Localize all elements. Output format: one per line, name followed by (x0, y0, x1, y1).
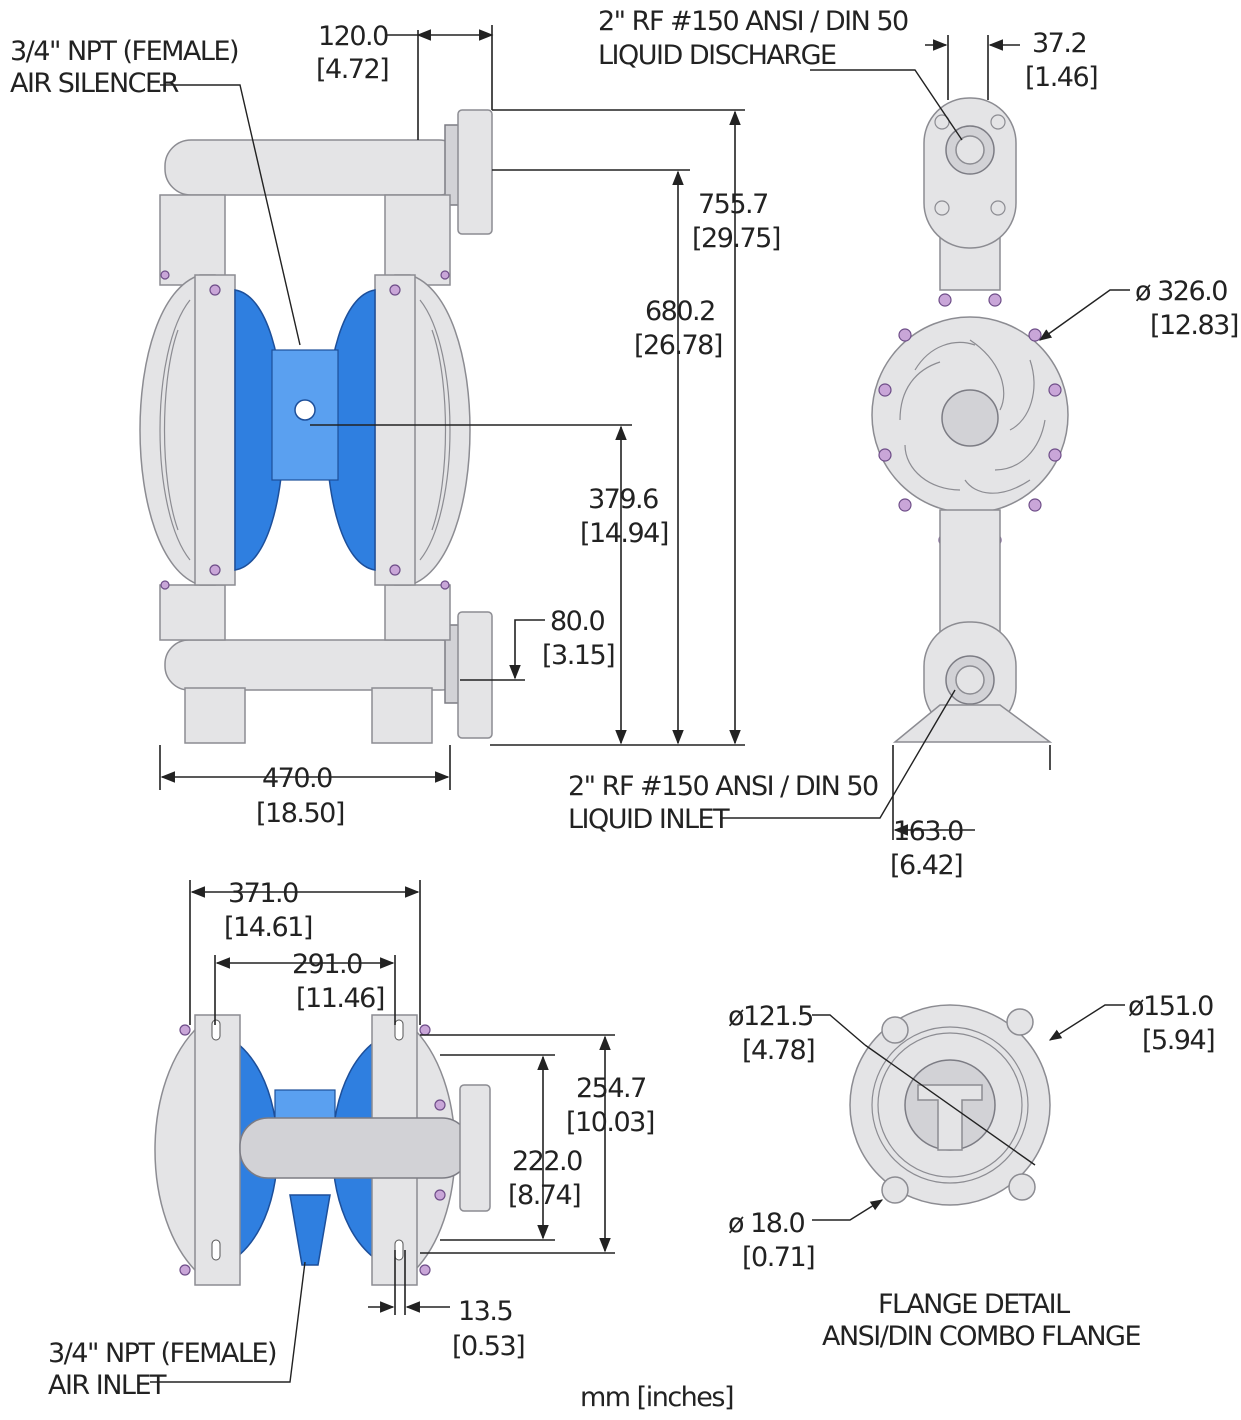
air-inlet-label-2: AIR INLET (48, 1370, 167, 1401)
dim-18-in: [0.71] (742, 1242, 814, 1273)
dim-291-in: [11.46] (296, 983, 384, 1014)
flange-detail-label-1: FLANGE DETAIL (878, 1289, 1070, 1320)
air-inlet-label-1: 3/4" NPT (FEMALE) (48, 1338, 276, 1369)
dim-163-mm: 163.0 (893, 816, 963, 847)
front-foot-left (184, 687, 246, 744)
dim-371-mm: 371.0 (228, 878, 298, 909)
inlet-flange (457, 611, 493, 739)
dim-371-in: [14.61] (224, 912, 312, 943)
discharge-flange (457, 109, 493, 235)
discharge-manifold (164, 139, 466, 196)
dim-755-mm: 755.7 (698, 189, 768, 220)
dim-37-mm: 37.2 (1032, 28, 1086, 59)
dim-470-mm: 470.0 (262, 763, 332, 794)
dim-13-in: [0.53] (452, 1331, 524, 1362)
side-view-pump (871, 97, 1069, 743)
dim-755-in: [29.75] (692, 223, 780, 254)
right-clamp-plate (374, 274, 416, 586)
dim-254-in: [10.03] (566, 1107, 654, 1138)
lower-right-column (384, 584, 451, 641)
dim-379-mm: 379.6 (588, 484, 658, 515)
dim-680-mm: 680.2 (645, 296, 715, 327)
upper-left-column (159, 194, 226, 286)
dim-163-in: [6.42] (890, 850, 962, 881)
dim-680-in: [26.78] (634, 330, 722, 361)
liquid-inlet-label-2: LIQUID INLET (568, 804, 730, 835)
dim-120-in: [4.72] (316, 54, 388, 85)
units-label: mm [inches] (580, 1382, 733, 1413)
dim-18-mm: ø 18.0 (728, 1208, 805, 1239)
dim-121-mm: ø121.5 (728, 1001, 813, 1032)
flange-hole (881, 1016, 909, 1044)
front-foot-right (371, 687, 433, 744)
liquid-inlet-label-1: 2" RF #150 ANSI / DIN 50 (568, 771, 878, 802)
side-base (892, 704, 1053, 743)
dim-151-mm: ø151.0 (1128, 991, 1213, 1022)
dim-291-mm: 291.0 (292, 949, 362, 980)
lower-left-column (159, 584, 226, 641)
upper-right-column (384, 194, 451, 286)
labels: 3/4" NPT (FEMALE) AIR SILENCER 120.0 [4.… (10, 6, 1239, 1413)
flange-detail-label-2: ANSI/DIN COMBO FLANGE (822, 1321, 1140, 1352)
liquid-discharge-label-1: 2" RF #150 ANSI / DIN 50 (598, 6, 908, 37)
air-silencer-label-2: AIR SILENCER (10, 68, 179, 99)
air-inlet-port (289, 1194, 331, 1266)
dim-120-mm: 120.0 (318, 21, 388, 52)
dimension-lines (150, 25, 1130, 1383)
inlet-manifold (164, 639, 466, 691)
top-view-pump (154, 1014, 491, 1286)
dim-222-mm: 222.0 (512, 1146, 582, 1177)
air-silencer-label-1: 3/4" NPT (FEMALE) (10, 36, 238, 67)
dim-379-in: [14.94] (580, 518, 668, 549)
dim-254-mm: 254.7 (576, 1073, 646, 1104)
dim-222-in: [8.74] (508, 1180, 580, 1211)
dim-80-mm: 80.0 (550, 606, 604, 637)
front-view-pump (139, 109, 493, 744)
dim-326-mm: ø 326.0 (1135, 276, 1227, 307)
side-inlet-neck (939, 509, 1001, 636)
side-hub (941, 389, 999, 447)
top-manifold (239, 1117, 471, 1179)
dim-13-mm: 13.5 (458, 1296, 512, 1327)
liquid-discharge-label-2: LIQUID DISCHARGE (598, 40, 836, 71)
dim-326-in: [12.83] (1150, 310, 1238, 341)
dim-80-in: [3.15] (542, 640, 614, 671)
top-flange (459, 1084, 491, 1212)
dim-37-in: [1.46] (1025, 62, 1097, 93)
flange-detail (849, 1004, 1051, 1206)
dim-470-in: [18.50] (256, 798, 344, 829)
left-clamp-plate (194, 274, 236, 586)
dim-121-in: [4.78] (742, 1035, 814, 1066)
dim-151-in: [5.94] (1142, 1025, 1214, 1056)
